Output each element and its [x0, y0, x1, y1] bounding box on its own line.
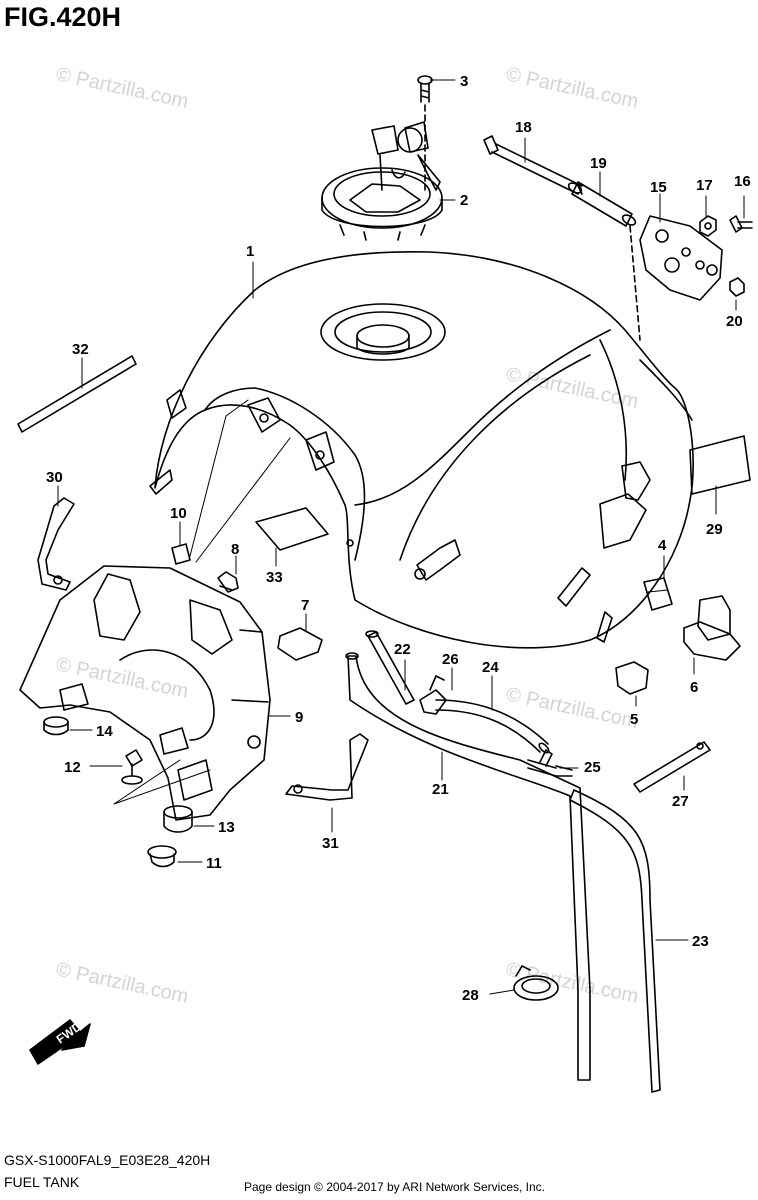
part-bolt-8 — [217, 571, 239, 593]
part-fuel-tank — [149, 250, 694, 649]
callout-13: 13 — [218, 819, 235, 836]
callout-16: 16 — [734, 173, 751, 190]
callout-33: 33 — [266, 569, 283, 586]
callout-3: 3 — [460, 73, 468, 90]
callout-27: 27 — [672, 793, 689, 810]
part-fitting-25 — [527, 749, 573, 777]
callout-6: 6 — [690, 679, 698, 696]
section-name: FUEL TANK — [4, 1174, 80, 1190]
callout-2: 2 — [460, 192, 468, 209]
part-pad-10 — [171, 543, 191, 565]
watermark-3: © Partzilla.com — [504, 363, 640, 413]
watermark-4: © Partzilla.com — [54, 653, 190, 703]
part-hose-23 — [569, 789, 661, 1093]
callout-11: 11 — [206, 855, 222, 872]
callout-leaders — [57, 79, 745, 995]
part-pad-7 — [277, 627, 323, 661]
callout-20: 20 — [726, 313, 743, 330]
part-hose-22 — [365, 630, 415, 705]
callout-12: 12 — [64, 759, 81, 776]
part-fuel-cap — [321, 121, 443, 241]
callout-17: 17 — [696, 177, 713, 194]
part-clamp-26 — [419, 675, 447, 715]
callout-5: 5 — [630, 711, 638, 728]
watermark-7: © Partzilla.com — [504, 958, 640, 1008]
page-credit: Page design © 2004-2017 by ARI Network S… — [244, 1180, 546, 1194]
part-clamp-28 — [513, 965, 559, 1001]
callout-22: 22 — [394, 641, 411, 658]
part-grommet-13 — [163, 805, 193, 833]
watermark-1: © Partzilla.com — [54, 63, 190, 113]
part-cushion-6 — [683, 595, 741, 661]
callout-21: 21 — [432, 781, 449, 798]
part-bolt-16 — [729, 215, 753, 233]
callout-numbers: 1 2 3 4 5 6 7 8 9 10 11 12 13 14 15 16 1… — [46, 73, 751, 1004]
callout-9: 9 — [295, 709, 303, 726]
callout-19: 19 — [590, 155, 607, 172]
part-nut-20 — [729, 277, 745, 297]
leader-10b — [195, 437, 291, 563]
part-spacer-19 — [567, 181, 637, 227]
part-hose-21 — [345, 652, 591, 1081]
part-cushion-5 — [615, 661, 649, 695]
callout-23: 23 — [692, 933, 709, 950]
callout-1: 1 — [246, 243, 254, 260]
figure-title: FIG.420H — [4, 2, 122, 32]
part-bolt-12 — [121, 749, 143, 785]
part-grommet-4 — [643, 577, 673, 611]
part-cover-9 — [19, 565, 271, 821]
part-bolt-18 — [483, 135, 583, 195]
callout-8: 8 — [231, 541, 239, 558]
part-label-29 — [689, 435, 751, 495]
callout-26: 26 — [442, 651, 459, 668]
part-label-33 — [255, 507, 329, 551]
leader-10 — [189, 399, 249, 557]
dashed-leader-19 — [629, 225, 641, 341]
part-nut-17 — [699, 215, 717, 237]
part-bracket-15 — [639, 215, 723, 301]
leader-12 — [113, 759, 211, 805]
part-strip-32 — [17, 355, 137, 433]
model-code: GSX-S1000FAL9_E03E28_420H — [4, 1152, 211, 1168]
callout-31: 31 — [322, 835, 339, 852]
callout-32: 32 — [72, 341, 89, 358]
watermark-6: © Partzilla.com — [54, 958, 190, 1008]
callout-4: 4 — [658, 537, 667, 554]
callout-14: 14 — [96, 723, 113, 740]
part-bracket-30 — [37, 497, 75, 591]
callout-18: 18 — [515, 119, 532, 136]
callout-10: 10 — [170, 505, 187, 522]
part-collar-11 — [147, 845, 177, 868]
part-bracket-31 — [285, 733, 369, 801]
watermark-2: © Partzilla.com — [504, 63, 640, 113]
callout-7: 7 — [301, 597, 309, 614]
callout-30: 30 — [46, 469, 63, 486]
callout-15: 15 — [650, 179, 667, 196]
callout-29: 29 — [706, 521, 723, 538]
callout-25: 25 — [584, 759, 601, 776]
callout-24: 24 — [482, 659, 499, 676]
fwd-arrow-icon — [29, 1019, 91, 1065]
part-rubber-14 — [43, 716, 69, 736]
part-strap-27 — [633, 741, 711, 793]
callout-28: 28 — [462, 987, 479, 1004]
